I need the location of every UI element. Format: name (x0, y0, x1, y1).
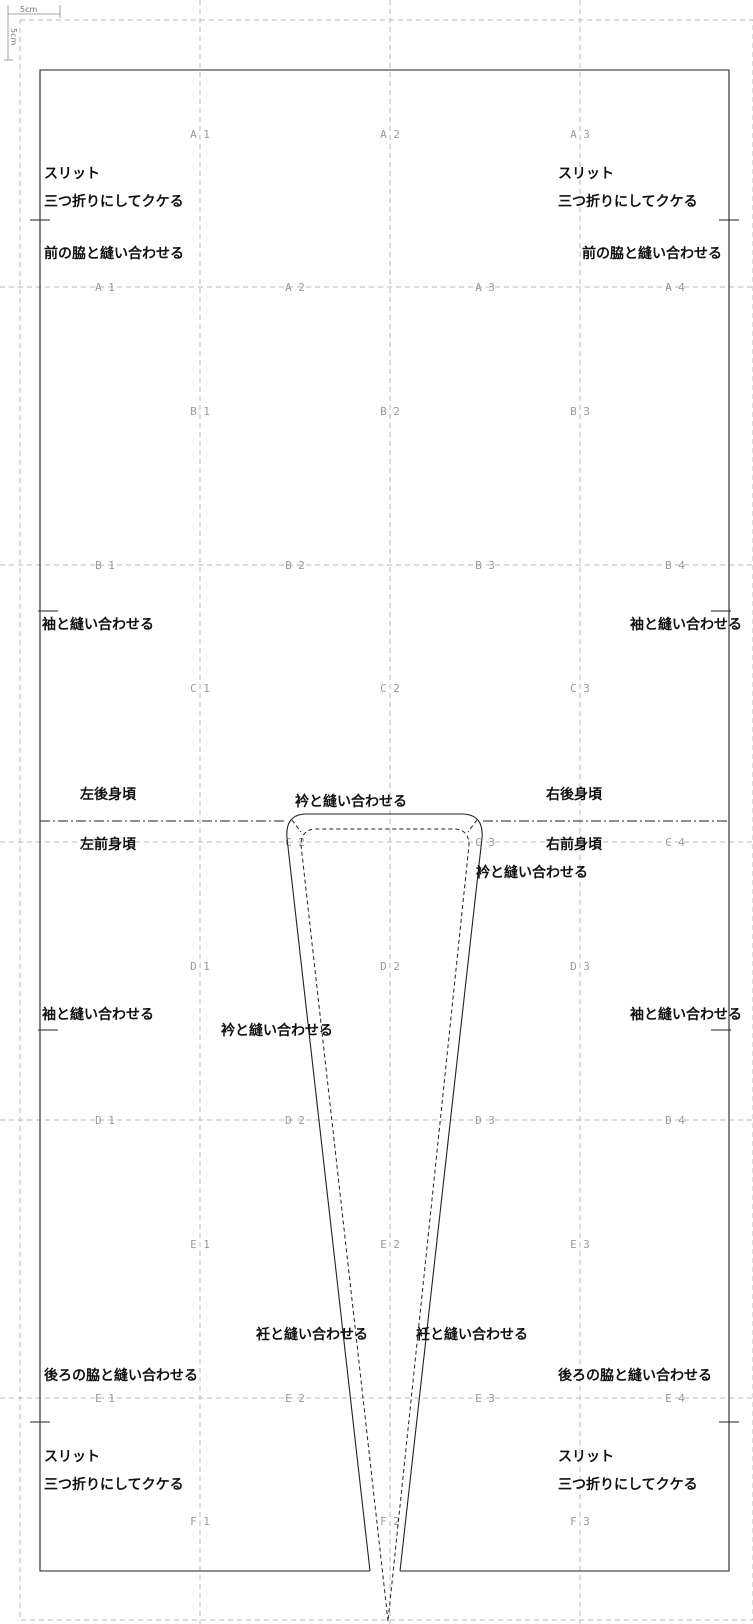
neckline-seam-line (300, 828, 470, 1622)
tile-label: E 4 (665, 1392, 685, 1405)
tile-label: E 1 (95, 1392, 115, 1405)
tile-labels-page2: A 1 A 2 A 3 A 4 B 1 B 2 B 3 B 4 C 1 C 2 … (95, 281, 685, 1405)
tile-label: D 3 (475, 1114, 495, 1127)
print-area-border (19, 19, 753, 1621)
tile-labels-page1: A 1 A 2 A 3 B 1 B 2 B 3 C 1 C 2 C 3 D 1 … (190, 128, 590, 1528)
front-side-seam-label: 前の脇と縫い合わせる (582, 245, 722, 262)
slit-label: スリット (44, 1449, 100, 1465)
tile-label: B 1 (190, 405, 210, 418)
slit-label: スリット (558, 1449, 614, 1465)
tile-label: A 3 (570, 128, 590, 141)
back-side-seam-label: 後ろの脇と縫い合わせる (44, 1367, 198, 1384)
scale-label-vertical: 5cm (9, 28, 18, 45)
tile-label: C 1 (190, 682, 210, 695)
hem-fold-label: 三つ折りにしてクケる (44, 1476, 184, 1493)
tile-label: B 3 (475, 559, 495, 572)
tile-label: F 3 (570, 1515, 590, 1528)
right-back-body-label: 右後身頃 (545, 786, 603, 803)
hem-fold-label: 三つ折りにしてクケる (558, 193, 698, 210)
tile-label: E 1 (190, 1238, 210, 1251)
body-piece (30, 69, 739, 1622)
body-cut-line (39, 69, 730, 1572)
tile-label: C 3 (475, 836, 495, 849)
sleeve-seam-label: 袖と縫い合わせる (630, 1006, 742, 1023)
gusset-seam-label: 衽と縫い合わせる (255, 1326, 368, 1343)
slit-label: スリット (44, 166, 100, 182)
slit-label: スリット (558, 166, 614, 182)
tile-label: C 2 (285, 836, 305, 849)
hem-fold-label: 三つ折りにしてクケる (558, 1476, 698, 1493)
collar-seam-label: 衿と縫い合わせる (221, 1022, 333, 1039)
tile-label: D 1 (95, 1114, 115, 1127)
tile-label: B 4 (665, 559, 685, 572)
tile-label: A 2 (285, 281, 305, 294)
scale-label-horizontal: 5cm (20, 5, 37, 14)
tile-label: C 3 (570, 682, 590, 695)
tile-label: D 2 (285, 1114, 305, 1127)
tile-label: F 2 (380, 1515, 400, 1528)
tile-label: A 1 (190, 128, 210, 141)
tile-label: B 2 (285, 559, 305, 572)
tile-label: C 4 (665, 836, 685, 849)
tile-label: A 1 (95, 281, 115, 294)
tile-label: B 1 (95, 559, 115, 572)
sleeve-seam-label: 袖と縫い合わせる (630, 616, 742, 633)
tile-label: E 2 (380, 1238, 400, 1251)
collar-seam-label: 衿と縫い合わせる (295, 793, 407, 810)
front-side-seam-label: 前の脇と縫い合わせる (44, 245, 184, 262)
tile-label: B 2 (380, 405, 400, 418)
annotations: スリット 三つ折りにしてクケる 前の脇と縫い合わせる スリット 三つ折りにしてク… (42, 166, 742, 1493)
tile-label: B 3 (570, 405, 590, 418)
sleeve-seam-label: 袖と縫い合わせる (42, 616, 154, 633)
back-side-seam-label: 後ろの脇と縫い合わせる (558, 1367, 712, 1384)
tile-label: D 4 (665, 1114, 685, 1127)
tile-label: E 2 (285, 1392, 305, 1405)
scale-marker: 5cm 5cm (4, 5, 61, 61)
sleeve-seam-label: 袖と縫い合わせる (42, 1006, 154, 1023)
tile-label: A 3 (475, 281, 495, 294)
tile-label: D 2 (380, 960, 400, 973)
tile-label: D 3 (570, 960, 590, 973)
tile-label: A 2 (380, 128, 400, 141)
tile-label: F 1 (190, 1515, 210, 1528)
tile-label: D 1 (190, 960, 210, 973)
tile-label: E 3 (475, 1392, 495, 1405)
tile-label: C 2 (380, 682, 400, 695)
tile-label: A 4 (665, 281, 685, 294)
neckline-cut-line (286, 813, 483, 1572)
tile-label: E 3 (570, 1238, 590, 1251)
hem-fold-label: 三つ折りにしてクケる (44, 193, 184, 210)
left-back-body-label: 左後身頃 (79, 786, 137, 803)
left-front-body-label: 左前身頃 (79, 836, 137, 853)
gusset-seam-label: 衽と縫い合わせる (415, 1326, 528, 1343)
tile-label: C 1 (95, 836, 115, 849)
right-front-body-label: 右前身頃 (545, 836, 603, 853)
collar-seam-label: 衿と縫い合わせる (476, 864, 588, 881)
